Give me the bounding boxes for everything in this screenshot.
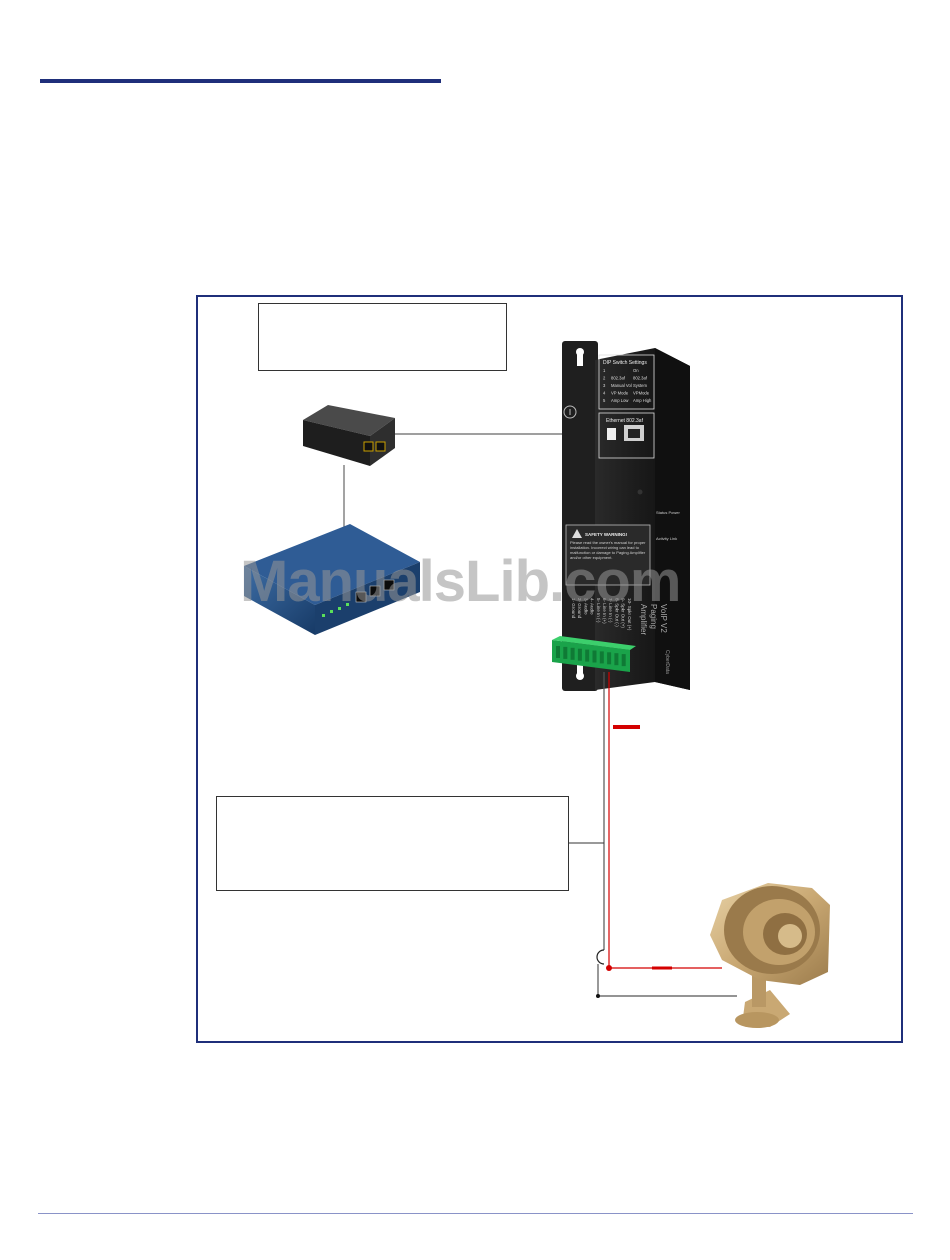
dip-row-4-col-2: VP Mode — [611, 391, 629, 396]
terminal-label-2: 2- Ground — [577, 598, 582, 619]
terminal-screw-6 — [592, 650, 597, 663]
activity-label: Activity Link — [656, 536, 677, 541]
dip-row-3-col-2: Manual Vol — [611, 383, 632, 388]
terminal-screw-3 — [570, 647, 575, 660]
terminal-screw-4 — [577, 648, 582, 661]
terminal-screw-8 — [607, 652, 612, 665]
terminal-label-4: 4- Audio — [590, 598, 595, 615]
dip-row-4-col-1: 4 — [603, 391, 606, 396]
product-name-line3: Amplifier — [639, 604, 648, 635]
brand-label: CyberData — [664, 650, 670, 674]
terminal-screw-2 — [563, 646, 568, 659]
terminal-screw-10 — [621, 654, 626, 667]
horn-speaker — [710, 883, 830, 1028]
dip-row-5-col-1: 5 — [603, 398, 606, 403]
dip-row-2-col-2: 802.3af — [611, 376, 626, 381]
terminal-label-9: 9- Spkr Out (+) — [621, 598, 626, 628]
status-label: Status Power — [656, 510, 680, 515]
terminal-label-5: 5- Line In (-) — [596, 598, 601, 623]
terminal-screw-9 — [614, 653, 619, 666]
terminal-screw-7 — [599, 651, 604, 664]
product-name-line2: Paging — [649, 604, 658, 629]
terminal-label-10: 10- Spkr Out (+) — [627, 598, 632, 631]
callout-box-top — [258, 303, 507, 371]
ethernet-port-label: Ethernet 802.3af — [606, 418, 644, 424]
dip-row-1-col-1: 1 — [603, 368, 606, 373]
dip-row-3-col-3: System — [633, 383, 647, 388]
terminal-screw-1 — [556, 646, 560, 658]
terminal-label-7: 7- Line In (-) — [608, 598, 613, 623]
poe-injector — [303, 405, 395, 466]
header-rule — [40, 79, 441, 83]
dip-settings-title: DIP Switch Settings — [603, 360, 647, 366]
negative-polarity-marker — [613, 725, 640, 729]
terminal-label-6: 6- Line In (+) — [602, 598, 607, 624]
product-name-line1: VoIP V2 — [659, 604, 668, 633]
watermark: ManualsLib.com — [240, 549, 681, 614]
terminal-label-8: 8- Spkr Out (-) — [614, 598, 619, 627]
diagram-frame — [196, 295, 903, 1043]
terminal-label-1: 1- Ground — [571, 598, 576, 619]
network-switch — [244, 524, 420, 635]
footer-rule — [38, 1213, 913, 1214]
dip-row-1-col-3: On — [633, 368, 639, 373]
safety-warning-title: SAFETY WARNING! — [585, 532, 628, 537]
callout-box-bottom — [216, 796, 569, 891]
safety-warning-text: Please read the owner's manual for prope… — [570, 540, 646, 560]
dip-row-2-col-3: 802.3af — [633, 376, 648, 381]
dip-row-5-col-3: Amp High — [633, 398, 652, 403]
dip-row-2-col-1: 2 — [603, 376, 606, 381]
dip-row-3-col-1: 3 — [603, 383, 606, 388]
terminal-screw-5 — [585, 649, 590, 662]
terminal-label-3: 3- Audio — [583, 598, 588, 615]
dip-row-5-col-2: Amp Low — [611, 398, 629, 403]
dip-row-4-col-3: VPMode — [633, 391, 650, 396]
